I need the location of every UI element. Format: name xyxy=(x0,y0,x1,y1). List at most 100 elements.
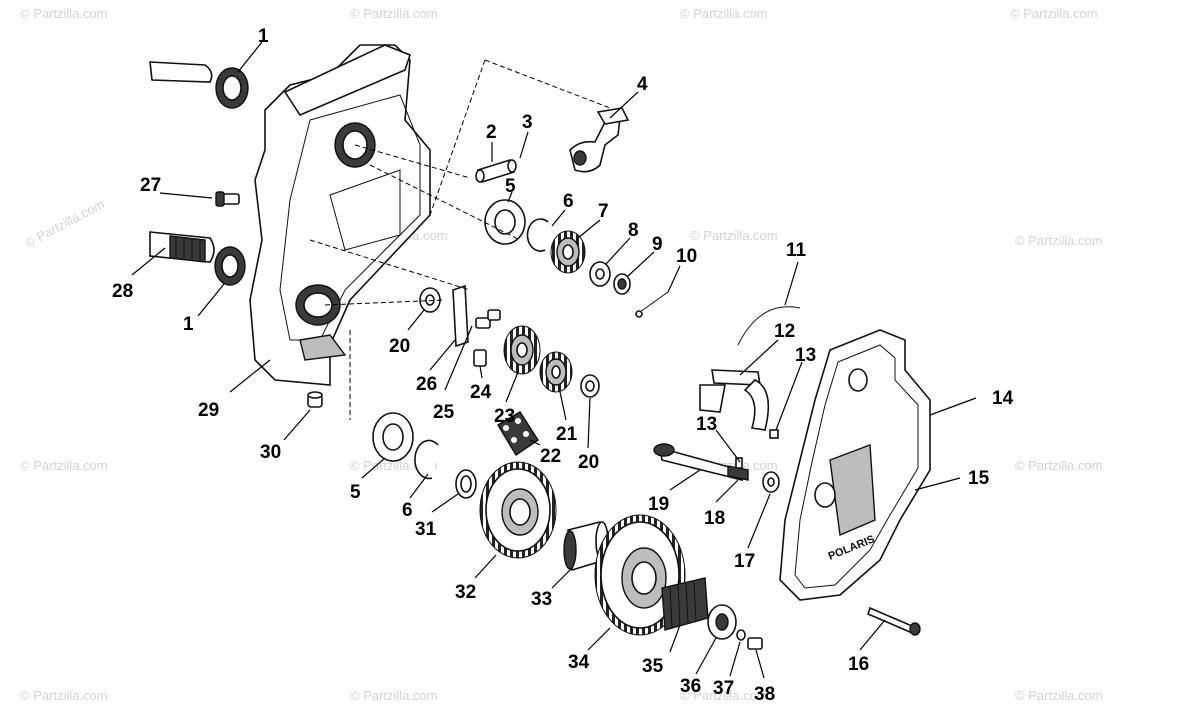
shift-parts xyxy=(653,306,801,493)
cover-pocket xyxy=(829,444,876,537)
callout-8: 8 xyxy=(628,220,639,241)
callout-18: 18 xyxy=(704,508,725,529)
upper-shaft xyxy=(149,61,213,83)
watermark-text: © Partzilla.com xyxy=(1015,233,1103,248)
gear-32 xyxy=(479,461,557,559)
snap-ring-6-upper xyxy=(526,218,549,252)
callout-13: 13 xyxy=(795,345,816,366)
callout-labels: 1 1 2 3 4 5 5 6 6 7 8 9 10 11 12 13 13 1… xyxy=(112,26,1014,705)
watermark-text: © Partzilla.com xyxy=(1010,6,1098,21)
callout-35: 35 xyxy=(642,656,664,677)
callout-6: 6 xyxy=(563,191,574,212)
sprocket-7 xyxy=(550,230,586,274)
callout-3: 3 xyxy=(522,112,533,133)
callout-29: 29 xyxy=(198,400,219,421)
bolt-25 xyxy=(475,309,501,329)
callout-36: 36 xyxy=(680,676,701,697)
callout-19: 19 xyxy=(648,494,669,515)
pin-3 xyxy=(507,159,517,173)
cover-inner-rim xyxy=(794,344,919,589)
watermark-text: © Partzilla.com xyxy=(1015,688,1103,703)
washer-37 xyxy=(736,629,746,641)
watermark-text: © Partzilla.com xyxy=(690,228,778,243)
callout-20: 20 xyxy=(389,336,410,357)
sprocket-34 xyxy=(594,514,686,636)
washer-20-right xyxy=(580,374,600,398)
watermark-text: © Partzilla.com xyxy=(1015,458,1103,473)
callout-26: 26 xyxy=(416,374,437,395)
watermark-text: © Partzilla.com xyxy=(680,688,768,703)
bearing-5-upper xyxy=(484,199,526,245)
watermark-text: © Partzilla.com xyxy=(20,688,108,703)
callout-32: 32 xyxy=(455,582,476,603)
callout-15: 15 xyxy=(968,468,990,489)
callout-37: 37 xyxy=(713,678,734,699)
inner-chaincase xyxy=(149,44,431,408)
callout-5: 5 xyxy=(505,176,516,197)
seal-lower xyxy=(214,246,246,286)
watermark-text: © Partzilla.com xyxy=(20,6,108,21)
nut-9 xyxy=(613,273,631,295)
watermark-text: © Partzilla.com xyxy=(350,688,438,703)
cotter-pin-10 xyxy=(639,291,669,313)
callout-14: 14 xyxy=(992,388,1014,409)
washer-20-left xyxy=(419,287,441,313)
case-body xyxy=(249,44,431,386)
case-foot xyxy=(299,334,347,361)
callout-25: 25 xyxy=(433,402,455,423)
shift-shaft-19 xyxy=(653,443,749,482)
leader-lines xyxy=(131,41,977,679)
assembly-lines xyxy=(309,59,611,420)
bolt-24 xyxy=(473,349,487,367)
lower-parts xyxy=(372,412,763,650)
callout-10: 10 xyxy=(676,246,697,267)
seal-upper xyxy=(215,67,249,109)
callout-31: 31 xyxy=(415,519,437,540)
callout-24: 24 xyxy=(470,382,492,403)
callout-20: 20 xyxy=(578,452,599,473)
callout-27: 27 xyxy=(140,175,161,196)
watermark-text: © Partzilla.com xyxy=(680,6,768,21)
shift-lever-4 xyxy=(569,107,630,173)
case-window xyxy=(329,169,401,251)
cup-36 xyxy=(707,604,737,640)
callout-13: 13 xyxy=(696,414,717,435)
callout-6: 6 xyxy=(402,500,413,521)
callout-7: 7 xyxy=(598,201,609,222)
plug-30 xyxy=(307,391,323,408)
callout-1: 1 xyxy=(183,314,194,335)
bolt-27 xyxy=(215,191,240,207)
cover-boss-upper xyxy=(848,368,868,392)
callout-22: 22 xyxy=(540,446,561,467)
chain-tensioner-26 xyxy=(452,284,469,348)
washer-31 xyxy=(455,469,477,499)
callout-12: 12 xyxy=(774,321,795,342)
pin-13b xyxy=(735,457,743,469)
cover-boss-lower xyxy=(814,482,836,508)
gear-21 xyxy=(539,351,573,393)
watermark-text: © Partzilla.com xyxy=(20,458,108,473)
callout-34: 34 xyxy=(568,652,590,673)
bolt-38 xyxy=(747,637,763,650)
upper-parts xyxy=(475,107,669,318)
chain-22 xyxy=(497,411,539,456)
callout-4: 4 xyxy=(637,74,648,95)
spring-11 xyxy=(737,306,801,346)
callout-30: 30 xyxy=(260,442,281,463)
case-top-flange xyxy=(283,44,411,117)
callout-33: 33 xyxy=(531,589,552,610)
bearing-5-lower xyxy=(372,412,414,462)
callout-38: 38 xyxy=(754,684,775,705)
callout-5: 5 xyxy=(350,482,361,503)
outer-cover: POLARIS xyxy=(779,329,931,636)
callout-23: 23 xyxy=(494,406,515,427)
washer-8 xyxy=(589,261,611,287)
splined-shaft xyxy=(149,231,215,263)
bolt-16 xyxy=(867,606,921,636)
callout-9: 9 xyxy=(652,234,663,255)
gear-23 xyxy=(503,325,541,375)
callout-2: 2 xyxy=(486,122,497,143)
shift-fork-12 xyxy=(699,369,770,431)
washer-17 xyxy=(762,471,780,493)
